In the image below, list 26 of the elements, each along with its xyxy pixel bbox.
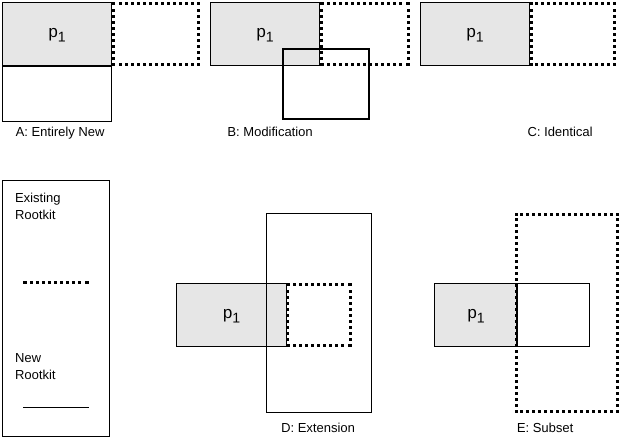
shaded-box — [176, 283, 287, 347]
outline-box — [2, 66, 112, 122]
outline-box — [282, 48, 370, 120]
dotted-box — [320, 2, 410, 66]
box-label: p$_{1}$ — [466, 22, 484, 46]
caption: E: Subset — [516, 420, 574, 435]
caption: A: Entirely New — [16, 124, 104, 139]
dotted-box — [112, 2, 200, 66]
dotted-box — [530, 2, 616, 66]
box-label: p$_{1}$ — [256, 22, 274, 46]
shaded-box — [420, 2, 530, 66]
outline-box — [516, 283, 590, 347]
box-label: p$_{1}$ — [222, 303, 240, 327]
box-label: p$_{1}$ — [467, 303, 485, 327]
outline-box — [266, 213, 372, 413]
box-label: p$_{1}$ — [48, 22, 66, 46]
caption: C: Identical — [527, 124, 593, 139]
legend-label: Existing Rootkit — [15, 189, 62, 223]
dotted-box — [515, 213, 619, 413]
caption: D: Extension — [281, 420, 355, 435]
caption: B: Modification — [227, 124, 313, 139]
dotted-box — [286, 283, 352, 347]
shaded-box — [2, 2, 112, 66]
shaded-box — [434, 283, 518, 347]
shaded-box — [210, 2, 320, 66]
legend-label: New Rootkit — [15, 349, 56, 383]
